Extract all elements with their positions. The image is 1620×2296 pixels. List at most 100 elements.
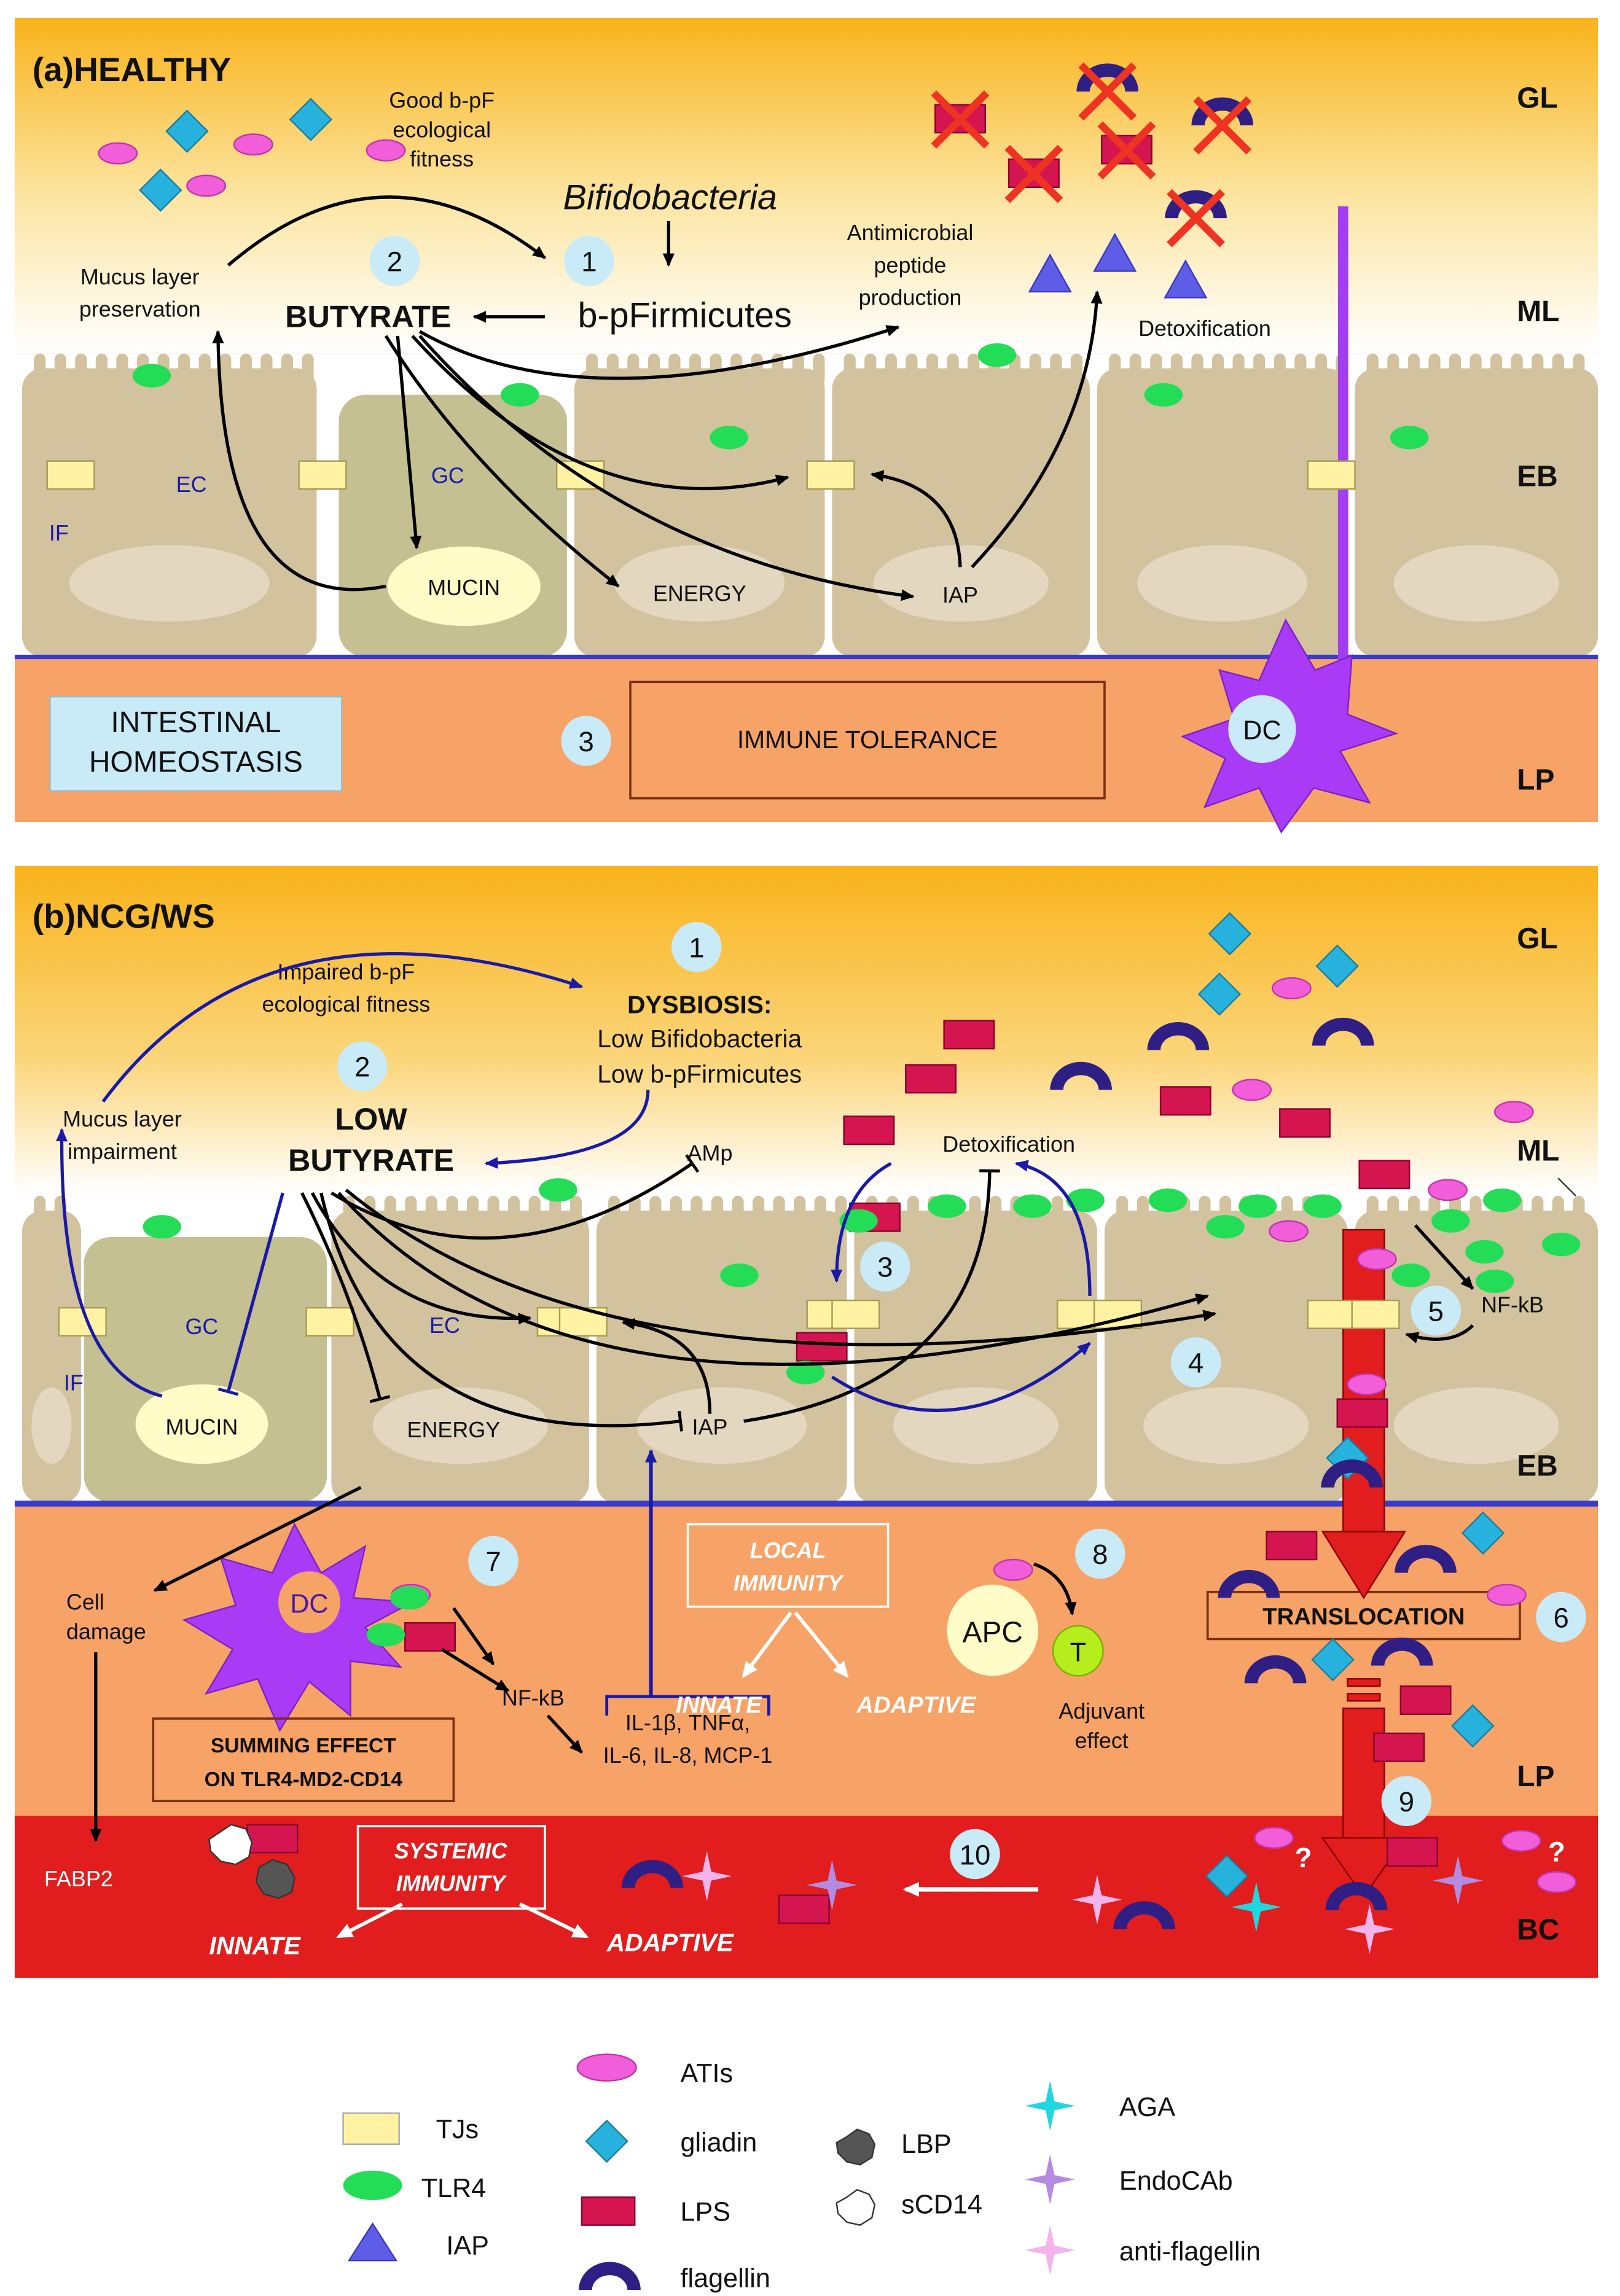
microvillus: [689, 353, 702, 386]
microvillus: [989, 1195, 1002, 1228]
legend-iap-label: IAP: [446, 2232, 489, 2261]
ati-particle: [366, 139, 406, 162]
step-number: 2: [354, 1052, 370, 1083]
tight-junction: [1307, 1299, 1356, 1329]
microvillus: [1428, 353, 1441, 386]
microvillus: [843, 353, 856, 386]
pathway-arrow: [621, 1318, 712, 1414]
gliadin-particle: [289, 98, 333, 141]
microvillus: [813, 353, 825, 386]
cytokines-bracket: [605, 1695, 770, 1716]
legend-atis-symbol: [576, 2053, 637, 2082]
flagellin-particle: [1050, 1061, 1112, 1090]
microvillus: [792, 353, 804, 386]
step-number-badge: [671, 922, 722, 972]
tlr4-receptor: [928, 1194, 966, 1218]
ati-particle: [1254, 1827, 1294, 1849]
microvillus: [668, 353, 681, 386]
microvillus: [1150, 353, 1162, 386]
cell-nucleus: [31, 1387, 72, 1464]
microvillus: [753, 1195, 765, 1228]
legend-antiflagellin-symbol: [1025, 2225, 1076, 2276]
cytokines-label: IL-1β, TNFα, IL-6, IL-8, MCP-1: [603, 1710, 773, 1768]
microvillus: [1573, 1195, 1585, 1228]
tight-junction: [46, 460, 95, 490]
legend-aga-label: AGA: [1119, 2093, 1175, 2122]
step-number-badge: [1536, 1591, 1586, 1642]
microvillus: [302, 353, 314, 386]
mucin-label: MUCIN: [166, 1414, 238, 1439]
flagellin-particle: [1165, 190, 1227, 219]
flagellin-particle: [1113, 1901, 1176, 1929]
svg-text:damage: damage: [66, 1619, 146, 1644]
bpf-label: b-pFirmicutes: [578, 296, 792, 335]
svg-text:Mucus layer: Mucus layer: [80, 264, 200, 289]
flagellin-particle: [1147, 1022, 1210, 1050]
cross-mark: [1193, 96, 1252, 155]
microvillus: [1294, 353, 1307, 386]
microvillus: [1211, 353, 1224, 386]
svg-text:ecological fitness: ecological fitness: [262, 991, 431, 1017]
svg-text:DYSBIOSIS:: DYSBIOSIS:: [627, 991, 772, 1019]
pathway-arrow: [484, 1090, 650, 1169]
lps-particle: [1159, 1086, 1211, 1116]
anti-flagellin-antibody: [1072, 1875, 1122, 1925]
butyrate-label: BUTYRATE: [285, 299, 451, 334]
legend-tjs-label: TJs: [436, 2115, 479, 2144]
microvillus: [1469, 1195, 1482, 1228]
svg-text:Good b-pF: Good b-pF: [389, 87, 495, 112]
pathway-arrow: [396, 335, 422, 550]
local-innate-label: INNATE: [676, 1692, 762, 1718]
iap-enzyme: [1164, 259, 1208, 299]
tlr4-receptor: [1541, 1232, 1581, 1257]
cell-nucleus: [1393, 545, 1559, 622]
legend-flagellin-symbol: [579, 2262, 641, 2290]
mucus-impairment-label: Mucus layer impairment: [63, 1106, 182, 1164]
legend-aga-symbol: [1025, 2080, 1076, 2131]
lps-particle: [1336, 1398, 1388, 1428]
lps-particle: [943, 1020, 995, 1050]
layer-eb: EB: [1517, 1450, 1558, 1482]
dendritic-cell-nucleus: [1228, 695, 1296, 763]
flagellin-particle: [1395, 1545, 1457, 1573]
step-number: 5: [1428, 1296, 1444, 1327]
pathway-arrow: [1414, 1224, 1474, 1290]
microvillus: [794, 1195, 806, 1228]
iap-label: IAP: [692, 1414, 728, 1439]
layer-gl: GL: [1517, 82, 1558, 114]
mucin-node: [387, 546, 541, 627]
microvillus: [1315, 353, 1327, 386]
tlr4-receptor: [1483, 1188, 1522, 1212]
step-number-badge: [1075, 1528, 1125, 1579]
tlr4-receptor: [720, 1263, 759, 1287]
tlr4-receptor: [977, 343, 1017, 367]
nfkb-epithelial-label: NF-kB: [1481, 1292, 1544, 1317]
step-number-badge: [860, 1241, 910, 1292]
tlr4-receptor: [1238, 1194, 1277, 1218]
microvillus: [947, 353, 959, 386]
microvillus: [1116, 1195, 1129, 1228]
gliadin-particle: [1315, 944, 1359, 988]
t-cell-label: T: [1070, 1638, 1086, 1667]
cell-nucleus: [893, 1387, 1058, 1464]
pathway-arrow: [546, 1714, 583, 1754]
apc-label: APC: [962, 1616, 1023, 1649]
t-cell: [1052, 1625, 1104, 1677]
flagellin-particle: [1076, 63, 1139, 92]
step-number: 10: [960, 1839, 991, 1870]
pathway-arrow: [870, 470, 962, 568]
question-mark: ?: [1295, 1842, 1312, 1873]
gc-label: GC: [431, 463, 464, 488]
tlr4-receptor: [539, 1178, 577, 1202]
svg-text:IL-1β, TNFα,: IL-1β, TNFα,: [625, 1710, 750, 1735]
flagellin-particle: [1244, 1655, 1307, 1684]
dysbiosis-label: DYSBIOSIS: Low Bifidobacteria Low b-pFir…: [597, 991, 802, 1088]
pathway-arrow: [310, 1192, 532, 1325]
mucus-preservation-label: Mucus layer preservation: [79, 264, 201, 322]
tlr4-receptor: [786, 1361, 825, 1384]
svg-text:LOW: LOW: [335, 1101, 407, 1136]
tlr4-receptor: [1390, 426, 1429, 450]
homeostasis-line-2: HOMEOSTASIS: [89, 746, 303, 778]
antimicrobial-peptide-label: Antimicrobial peptide production: [847, 220, 974, 310]
microvillus: [1532, 353, 1544, 386]
